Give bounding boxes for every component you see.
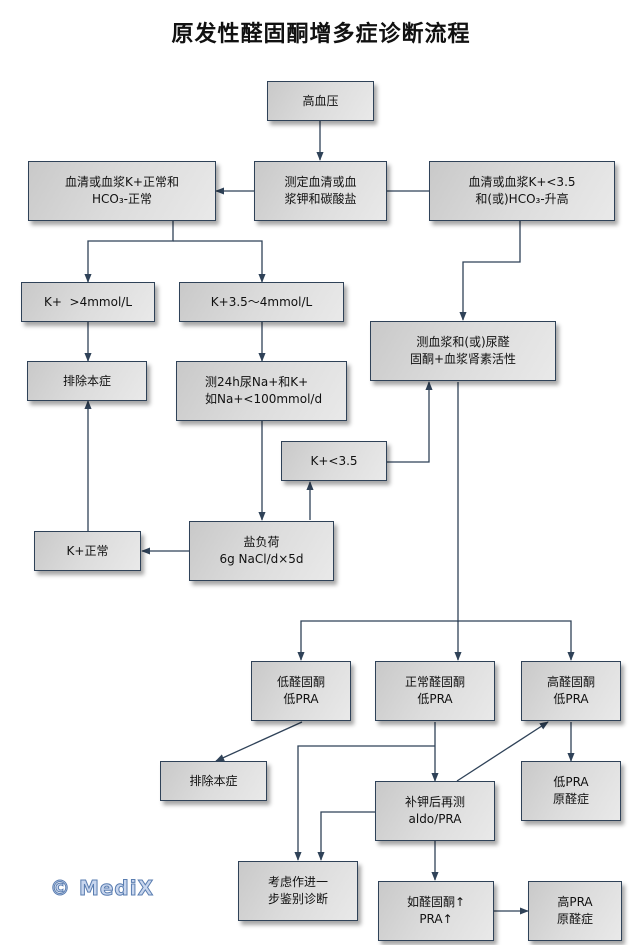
edge-klt35-aldo: [387, 381, 433, 463]
node-k-low-hco3-high: 血清或血浆K+<3.5 和(或)HCO₃-升高: [429, 161, 615, 221]
node-salt-load: 盐负荷 6g NaCl/d×5d: [189, 521, 334, 581]
node-low-pra-aldosteronism: 低PRA 原醛症: [521, 761, 621, 821]
node-retest-after-k: 补钾后再测 aldo/PRA: [375, 781, 495, 841]
node-text: 考虑作进一: [267, 875, 328, 889]
node-text: 步鉴别诊断: [267, 892, 328, 906]
node-high-aldo-low-pra: 高醛固酮 低PRA: [521, 661, 621, 721]
node-text: 原醛症: [552, 792, 589, 806]
node-k-gt-4: K+ >4mmol/L: [21, 282, 155, 322]
node-text: 浆钾和碳酸盐: [284, 192, 357, 206]
node-text: K+3.5～4mmol/L: [210, 294, 313, 309]
edge-branch-low: [297, 620, 458, 661]
edge-k-normal-split-2: [173, 240, 266, 283]
edge-k-normal-split: [84, 221, 174, 283]
edge-retest-further: [317, 811, 375, 861]
node-text: HCO₃-正常: [92, 192, 152, 206]
node-k-normal-hco3-normal: 血清或血浆K+正常和 HCO₃-正常: [28, 161, 216, 221]
node-measure-k-hco3: 测定血清或血 浆钾和碳酸盐: [254, 161, 387, 221]
node-text: PRA↑: [419, 912, 453, 926]
node-high-pra-aldosteronism: 高PRA 原醛症: [528, 881, 622, 941]
node-text: K+正常: [66, 543, 109, 558]
node-text: 正常醛固酮: [404, 675, 465, 689]
node-text: 低PRA: [283, 692, 319, 706]
node-text: 如Na+<100mmol/d: [205, 392, 323, 406]
node-exclude-2: 排除本症: [160, 761, 267, 801]
node-text: K+<3.5: [310, 453, 358, 468]
node-if-aldo-pra-up: 如醛固酮↑ PRA↑: [378, 881, 494, 941]
node-hypertension: 高血压: [267, 81, 374, 121]
node-text: 6g NaCl/d×5d: [219, 552, 304, 566]
edge-retest-high: [456, 721, 549, 782]
node-exclude-1: 排除本症: [27, 361, 147, 401]
node-low-aldo-low-pra: 低醛固酮 低PRA: [251, 661, 351, 721]
node-normal-aldo-low-pra: 正常醛固酮 低PRA: [375, 661, 495, 721]
node-k-3-5-to-4: K+3.5～4mmol/L: [179, 282, 344, 322]
node-k-lt-3-5: K+<3.5: [281, 441, 387, 481]
node-text: 排除本症: [62, 373, 111, 388]
node-measure-aldo-pra: 测血浆和(或)尿醛 固酮+血浆肾素活性: [370, 321, 556, 381]
node-urine-na-k: 测24h尿Na+和K+ 如Na+<100mmol/d: [176, 361, 347, 421]
node-text: 原醛症: [556, 912, 593, 926]
node-text: aldo/PRA: [408, 812, 462, 826]
node-text: 补钾后再测: [404, 795, 465, 809]
edge-branch-high: [458, 620, 575, 661]
node-text: 高醛固酮: [546, 675, 595, 689]
node-text: 低PRA: [553, 775, 589, 789]
node-text: 固酮+血浆肾素活性: [409, 352, 517, 366]
edge-low-exclude: [215, 721, 303, 762]
node-text: 排除本症: [189, 773, 238, 788]
node-k-normal: K+正常: [34, 531, 141, 571]
edge-k-low-aldo: [459, 221, 521, 321]
node-text: 测血浆和(或)尿醛: [416, 335, 510, 349]
diagram-title: 原发性醛固酮增多症诊断流程: [171, 21, 471, 47]
edge-normal-further: [294, 745, 435, 861]
node-text: 如醛固酮↑: [406, 895, 466, 909]
node-text: 高血压: [302, 93, 339, 108]
medix-watermark-logo: © MediX: [49, 876, 155, 901]
node-text: 血清或血浆K+<3.5: [468, 175, 576, 189]
node-text: 低PRA: [553, 692, 589, 706]
node-text: 测定血清或血: [284, 175, 357, 189]
node-text: 和(或)HCO₃-升高: [475, 192, 569, 206]
node-text: 高PRA: [557, 895, 593, 909]
node-text: 低PRA: [417, 692, 453, 706]
node-text: 低醛固酮: [276, 675, 325, 689]
node-text: K+ >4mmol/L: [43, 294, 133, 309]
node-further-diagnosis: 考虑作进一 步鉴别诊断: [238, 861, 358, 921]
node-text: 测24h尿Na+和K+: [205, 375, 309, 389]
node-text: 盐负荷: [243, 535, 280, 549]
node-text: 血清或血浆K+正常和: [65, 175, 179, 189]
